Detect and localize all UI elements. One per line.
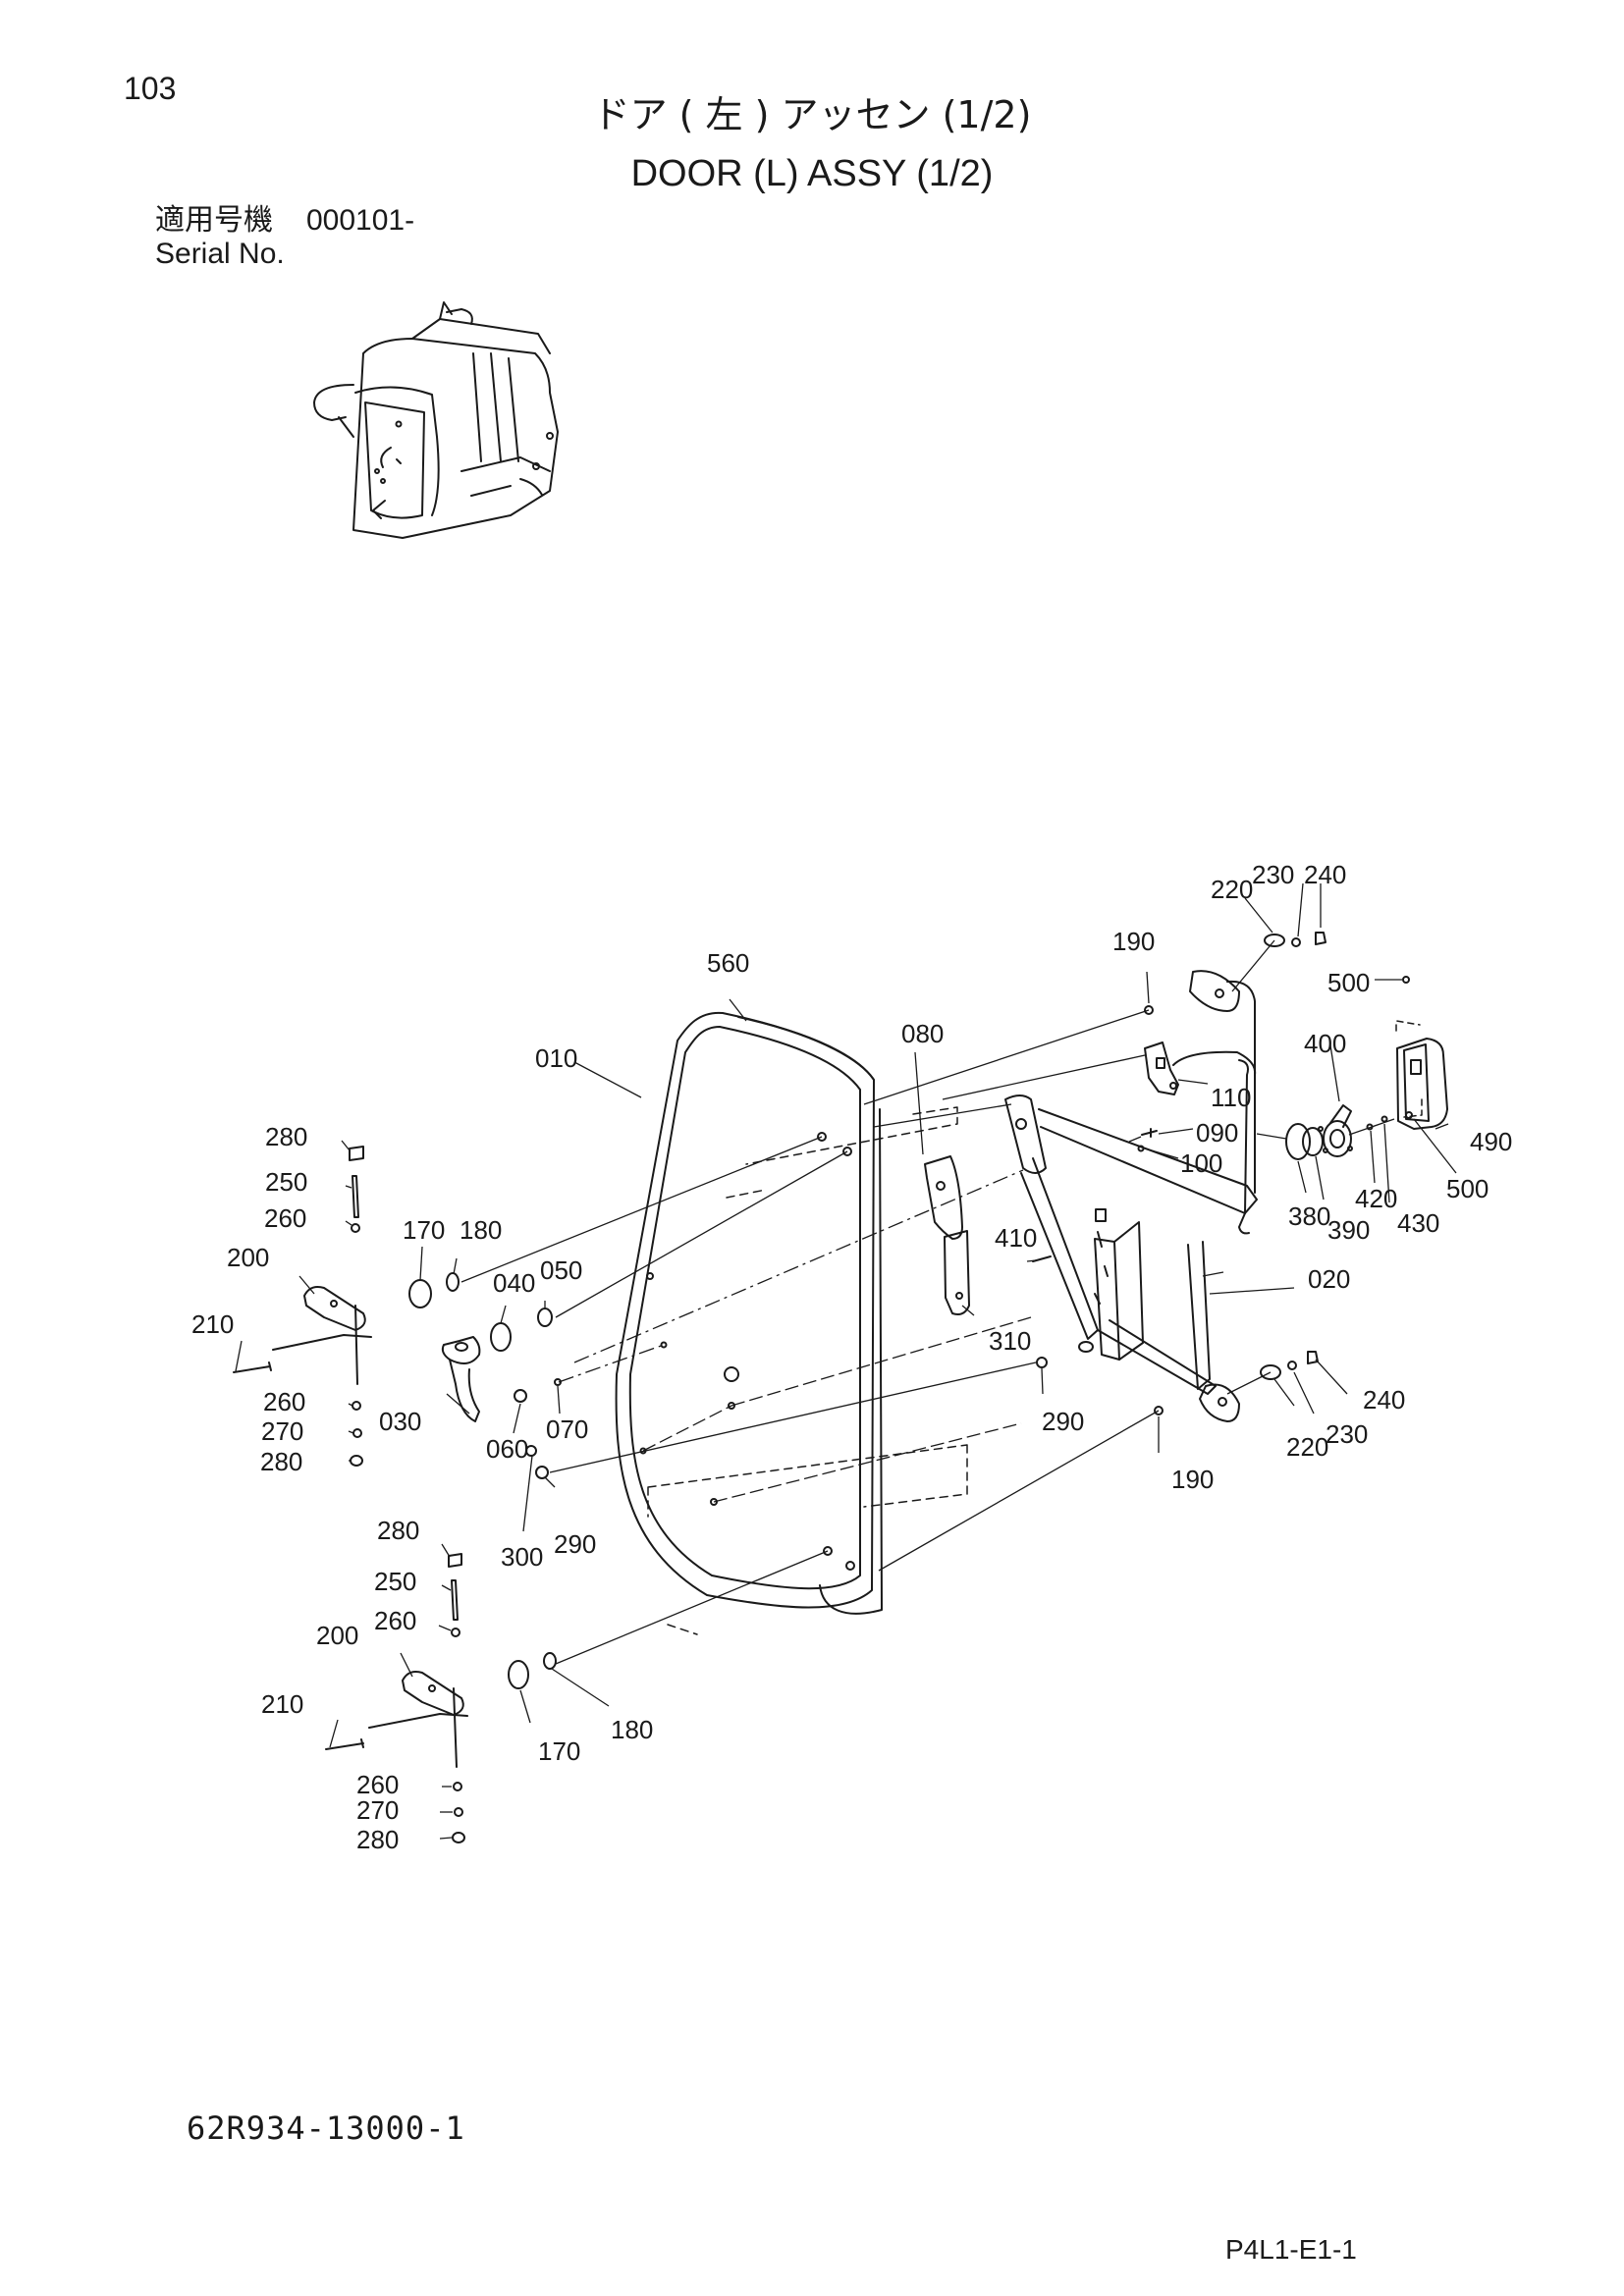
part-080-hole — [936, 1181, 946, 1191]
page-title-japanese: ドア ( 左 ) アッセン (1/2) — [592, 93, 1032, 136]
part-310-plate — [944, 1230, 970, 1315]
callout-010: 010 — [535, 1043, 577, 1073]
callout-310: 310 — [989, 1326, 1031, 1356]
callout-260-upper-top: 260 — [264, 1203, 306, 1233]
part-220-washer-upper — [1264, 934, 1285, 947]
callout-260-upper-bottom: 260 — [263, 1387, 305, 1416]
callout-490: 490 — [1470, 1127, 1512, 1156]
part-110-latch — [1144, 1041, 1179, 1095]
reference-outline — [647, 1106, 968, 1635]
callout-220-lower: 220 — [1286, 1432, 1328, 1462]
callout-260-lower-top: 260 — [374, 1606, 416, 1635]
callout-280-lower-bottom: 280 — [356, 1825, 399, 1854]
callout-280-upper-top: 280 — [265, 1122, 307, 1151]
part-230-washer-upper — [1291, 937, 1301, 947]
callout-080: 080 — [901, 1019, 944, 1048]
callout-210-lower: 210 — [261, 1689, 303, 1719]
part-400-lock-assembly — [1318, 1104, 1353, 1157]
part-020-door-frame — [1004, 970, 1258, 1422]
part-190-washer-upper — [1144, 1005, 1154, 1015]
callout-300: 300 — [501, 1542, 543, 1572]
callout-070: 070 — [546, 1415, 588, 1444]
callout-020: 020 — [1308, 1264, 1350, 1294]
callout-060: 060 — [486, 1434, 528, 1464]
callout-250-upper: 250 — [265, 1167, 307, 1197]
callout-210-upper: 210 — [191, 1309, 234, 1339]
callout-200-lower: 200 — [316, 1621, 358, 1650]
callout-170-upper: 170 — [403, 1215, 445, 1245]
part-190-washer-lower — [1154, 1406, 1164, 1415]
callout-030: 030 — [379, 1407, 421, 1436]
part-390-ring — [1302, 1127, 1324, 1156]
callout-230-upper: 230 — [1252, 860, 1294, 889]
serial-label-japanese: 適用号機 — [155, 203, 273, 238]
callout-270-lower: 270 — [356, 1795, 399, 1825]
callout-labels: 010 020 030 040 050 060 070 080 090 100 … — [191, 860, 1512, 1854]
part-030-handle — [441, 1336, 481, 1422]
part-100-washer — [1137, 1145, 1145, 1152]
callout-050: 050 — [540, 1255, 582, 1285]
part-490-reference-bracket — [1395, 1020, 1423, 1118]
callout-400: 400 — [1304, 1029, 1346, 1058]
part-310-hole — [955, 1292, 963, 1300]
callout-110: 110 — [1211, 1083, 1251, 1112]
callout-240-lower: 240 — [1363, 1385, 1405, 1415]
callout-240-upper: 240 — [1304, 860, 1346, 889]
part-240-nut-upper — [1315, 932, 1326, 945]
callout-200-upper: 200 — [227, 1243, 269, 1272]
drawing-part-number: 62R934-13000-1 — [187, 2109, 465, 2147]
callout-090: 090 — [1196, 1118, 1238, 1148]
part-290-washer-right — [1036, 1357, 1048, 1368]
part-220-washer-lower — [1260, 1364, 1281, 1380]
cab-keymap-thumbnail — [313, 301, 559, 539]
callout-270-upper: 270 — [261, 1416, 303, 1446]
part-500-screw-lower — [1405, 1111, 1413, 1119]
callout-170-lower: 170 — [538, 1736, 580, 1766]
part-430-screw — [1380, 1115, 1388, 1123]
callout-180-upper: 180 — [460, 1215, 502, 1245]
callout-390: 390 — [1327, 1215, 1370, 1245]
part-380-ring — [1285, 1123, 1311, 1160]
callout-260-lower-bottom: 260 — [356, 1770, 399, 1799]
callout-560: 560 — [707, 948, 749, 978]
callout-430: 430 — [1397, 1208, 1439, 1238]
page-title-english: DOOR (L) ASSY (1/2) — [630, 153, 994, 194]
page-code: P4L1-E1-1 — [1225, 2234, 1357, 2265]
callout-040: 040 — [493, 1268, 535, 1298]
part-090-screw — [1141, 1128, 1158, 1138]
callout-230-lower: 230 — [1326, 1419, 1368, 1449]
callout-290-left: 290 — [554, 1529, 596, 1559]
callout-250-lower: 250 — [374, 1567, 416, 1596]
part-080-plate — [924, 1155, 963, 1240]
callout-410: 410 — [995, 1223, 1037, 1253]
callout-500-upper: 500 — [1327, 968, 1370, 997]
callout-500-lower: 500 — [1446, 1174, 1489, 1203]
part-490-cover — [1396, 1038, 1448, 1130]
page-number: 103 — [124, 71, 177, 106]
serial-number: 000101- — [306, 204, 415, 237]
assembly-lines — [235, 882, 1457, 1840]
door-glass-and-seal — [615, 1011, 883, 1615]
callout-190-lower: 190 — [1171, 1465, 1214, 1494]
part-500-screw-upper — [1402, 976, 1410, 984]
callout-190-upper: 190 — [1112, 927, 1155, 956]
callout-180-lower: 180 — [611, 1715, 653, 1744]
callout-280-upper-bottom: 280 — [260, 1447, 302, 1476]
callout-280-lower-top: 280 — [377, 1516, 419, 1545]
callout-290-right: 290 — [1042, 1407, 1084, 1436]
part-230-washer-lower — [1287, 1361, 1297, 1370]
callout-380: 380 — [1288, 1201, 1330, 1231]
callout-220-upper: 220 — [1211, 875, 1253, 904]
lower-hinge-cluster — [325, 1553, 557, 1843]
callout-420: 420 — [1355, 1184, 1397, 1213]
serial-label-english: Serial No. — [155, 238, 285, 270]
callout-100: 100 — [1180, 1148, 1222, 1178]
part-240-nut-lower — [1307, 1351, 1319, 1364]
